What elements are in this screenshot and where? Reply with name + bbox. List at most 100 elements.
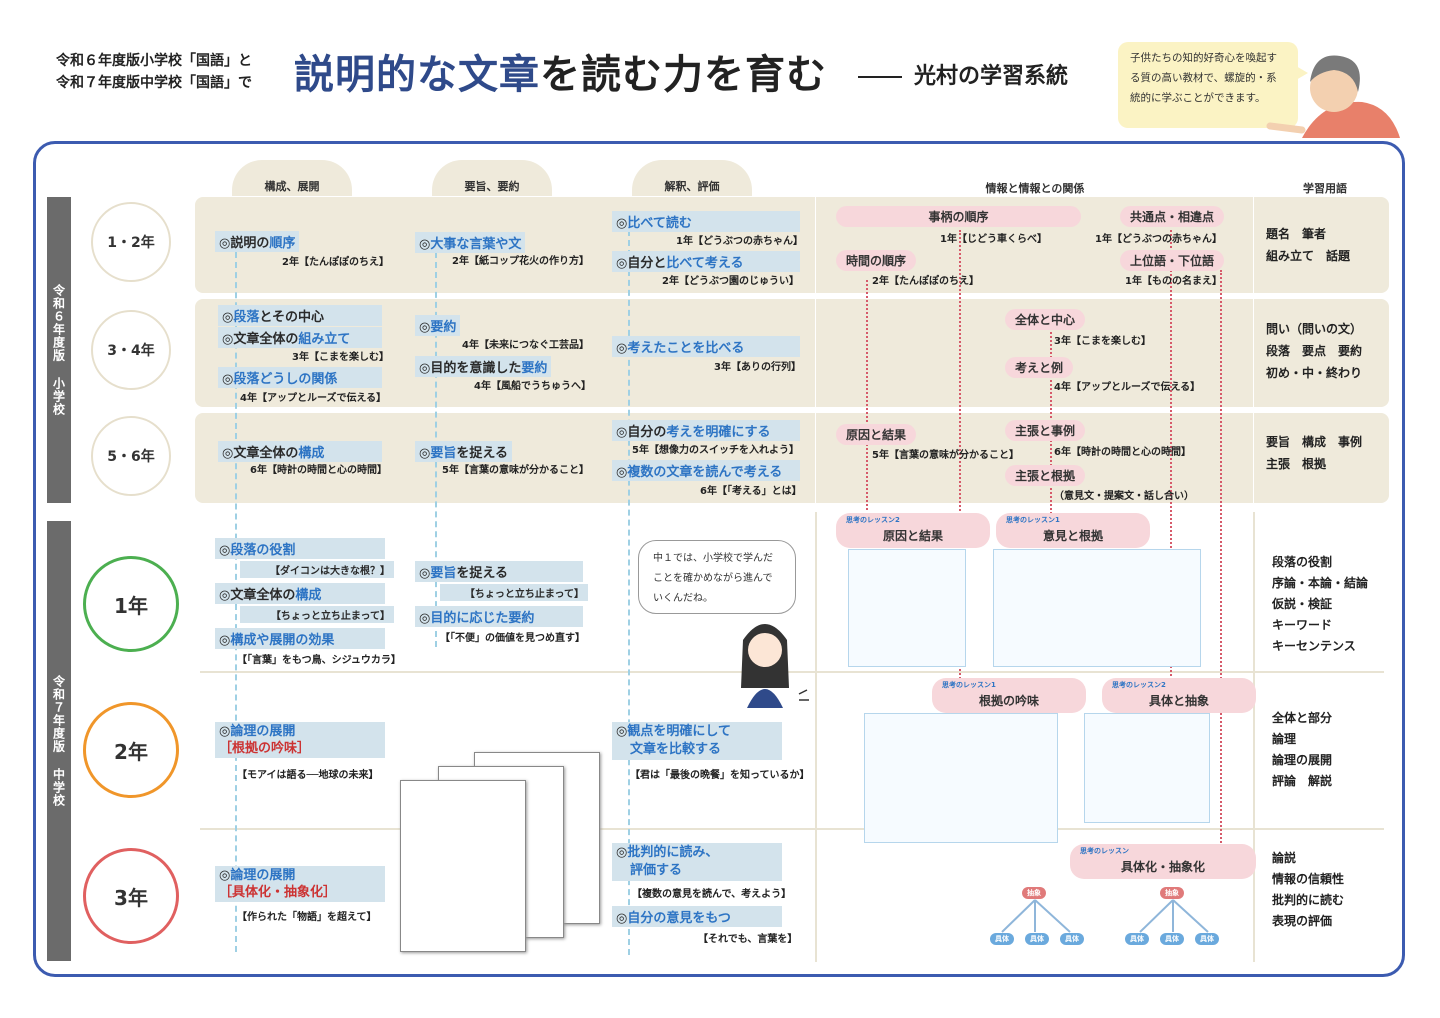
key-text: 大事な言葉や文 (430, 237, 522, 252)
j1-kousei-ref2: 【ちょっと立ち止まって】 (240, 606, 394, 623)
term: 初め・中・終わり (1266, 366, 1363, 380)
j1-youshi-ref2: 【「不便」の価値を見つめ直す】 (440, 633, 585, 644)
term: 段落の役割 (1272, 555, 1333, 569)
g56-jouhou-ref3: （意見文・提案文・話し合い） (1054, 491, 1194, 502)
key-text: 構成や展開の効果 (230, 633, 335, 648)
term: 組み立て 話題 (1266, 249, 1351, 263)
title-part2: を読む力を育む (540, 52, 827, 98)
lesson-label: 具体化・抽象化 (1120, 860, 1205, 874)
lesson-label: 意見と根拠 (1042, 529, 1103, 543)
teacher-illustration (1266, 55, 1400, 138)
mark: ◎ (616, 341, 628, 356)
student-speech-text: 中１では、小学校で学んだことを確かめながら進んでいくんだね。 (653, 553, 773, 604)
arch-youshi (432, 160, 552, 196)
key-text: 考えたことを比べる (627, 341, 745, 356)
plain-text: 文章全体の (230, 588, 296, 603)
student-speech-bubble: 中１では、小学校で学んだことを確かめながら進んでいくんだね。 (638, 540, 796, 614)
diagram-concrete-3: 具体 (1060, 933, 1084, 945)
term: キーワード (1272, 618, 1333, 632)
connector-kaishaku (628, 230, 630, 955)
mark: ◎ (616, 425, 628, 440)
col-header-kousei: 構成、展開 (264, 180, 320, 193)
col-header-yougo: 学習用語 (1303, 182, 1347, 195)
teacher-speech-bubble: 子供たちの知的好奇心を喚起する質の高い教材で、螺旋的・系統的に学ぶことができます… (1118, 42, 1308, 128)
j1-kousei-ref3: 【「言葉」をもつ鳥、シジュウカラ】 (237, 655, 401, 666)
key-text-2: 評価する (630, 863, 683, 878)
diagram-arrows (1001, 899, 1209, 933)
key-text: 要約 (521, 361, 548, 376)
col-header-jouhou: 情報と情報との関係 (985, 182, 1085, 195)
g56-kaishaku-ref2: 6年【「考える」とは】 (700, 486, 802, 497)
lesson-tag: 思考のレッスン2 (846, 516, 900, 524)
key-text: 批判的に読み、 (627, 845, 719, 860)
mark: ◎ (219, 724, 231, 739)
j3-kaishaku-item1: ◎批判的に読み、評価する (612, 843, 782, 881)
g12-terms: 題名 筆者 組み立て 話題 (1266, 223, 1350, 267)
key-text: 比べて読む (627, 216, 692, 231)
row-sep-j1 (200, 671, 1384, 673)
key-text: 目的に応じた要約 (430, 611, 535, 626)
j1-youshi-ref1: 【ちょっと立ち止まって】 (440, 584, 588, 601)
grade-circle-j1: 1年 (83, 556, 179, 652)
key-text: 順序 (269, 236, 296, 251)
term: 仮説・検証 (1272, 597, 1333, 611)
term: 問い（問いの文） (1266, 322, 1363, 336)
j3-kaishaku-ref2: 【それでも、言葉を】 (698, 934, 798, 945)
g12-jouhou-pill3: 共通点・相違点 (1120, 206, 1225, 227)
diagram-concrete-5: 具体 (1160, 933, 1184, 945)
plain-text: を捉える (456, 566, 508, 581)
grade-circle-g56: 5・6年 (91, 416, 171, 496)
j1-kousei-item2: ◎文章全体の構成 (215, 583, 385, 604)
arch-kaishaku (632, 160, 752, 196)
g56-kousei-item: ◎文章全体の構成 (218, 441, 382, 462)
term: 要旨 構成 事例 (1266, 435, 1363, 449)
g12-jouhou-ref1: 1年【じどう車くらべ】 (940, 234, 1047, 245)
header-line1: 令和６年度版小学校「国語」と (56, 53, 252, 69)
lesson-tag: 思考のレッスン (1080, 847, 1129, 855)
key-text: 要約 (430, 320, 457, 335)
lesson-label: 根拠の吟味 (978, 694, 1039, 708)
term: キーセンテンス (1272, 639, 1356, 653)
g34-youshi-item2: ◎目的を意識した要約 (415, 356, 552, 377)
j2-kousei-ref: 【モアイは語る──地球の未来】 (237, 770, 379, 781)
mark: ◎ (222, 310, 234, 325)
lesson-tag: 思考のレッスン1 (942, 681, 996, 689)
j2-kousei-item: ◎論理の展開 ［根拠の吟味］ (215, 722, 385, 758)
key-text: 論理の展開 (230, 724, 296, 739)
key-text: 自分の意見をもつ (627, 911, 731, 926)
g56-youshi-ref: 5年【言葉の意味が分かること】 (442, 465, 589, 476)
g34-jouhou-ref2: 4年【アップとルーズで伝える】 (1054, 382, 1201, 393)
j1-kousei-item1: ◎段落の役割 (215, 538, 385, 559)
key-text-2: 文章を比較する (630, 742, 722, 757)
key-text: 組み立て (298, 332, 351, 347)
g34-kaishaku-ref: 3年【ありの行列】 (714, 362, 801, 373)
sidebar-junior: 令和７年度版 中学校 (47, 521, 71, 961)
term: 序論・本論・結論 (1272, 576, 1369, 590)
sub-text: ［根拠の吟味］ (219, 741, 311, 756)
diagram-concrete-2: 具体 (1025, 933, 1049, 945)
term: 批判的に読む (1272, 893, 1345, 907)
connector-order (959, 230, 961, 710)
g12-youshi-item: ◎大事な言葉や文 (415, 232, 526, 253)
plain-text: 自分の (627, 425, 667, 440)
key-text: 観点を明確にして (627, 724, 731, 739)
mark: ◎ (616, 465, 628, 480)
main-frame (33, 141, 1405, 977)
j2-terms: 全体と部分 論理 論理の展開 評論 解説 (1272, 708, 1332, 792)
mark: ◎ (222, 446, 234, 461)
term: 主張 根拠 (1266, 457, 1327, 471)
key-text: 比べて考える (666, 256, 744, 271)
mark: ◎ (616, 256, 628, 271)
g56-jouhou-pill3: 主張と根拠 (1005, 465, 1086, 486)
g56-jouhou-pill1: 原因と結果 (836, 424, 917, 445)
term: 論理 (1272, 732, 1297, 746)
g56-kaishaku-item1: ◎自分の考えを明確にする (612, 420, 800, 441)
j3-kousei-ref: 【作られた「物語」を超えて】 (237, 912, 377, 923)
mark: ◎ (219, 588, 231, 603)
connector-cause (866, 280, 868, 510)
diagram-concrete-6: 具体 (1195, 933, 1219, 945)
grade-circle-g12: 1・2年 (91, 202, 171, 282)
plain-text: を捉える (456, 446, 508, 461)
divider-yougo (1253, 197, 1254, 503)
